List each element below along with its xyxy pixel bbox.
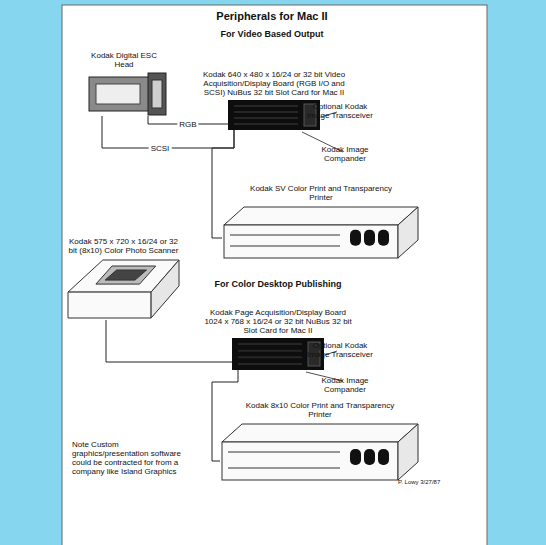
device-label: Kodak 640 x 480 x 16/24 or 32 bit Video … xyxy=(199,70,349,97)
section-heading: For Color Desktop Publishing xyxy=(193,280,363,289)
device-label: Kodak SV Color Print and Transparency Pr… xyxy=(241,184,401,202)
cable-label: SCSI xyxy=(149,144,172,153)
printer-drawing xyxy=(222,205,420,260)
scanner-drawing xyxy=(66,258,181,320)
device-label: Kodak 8x10 Color Print and Transparency … xyxy=(240,401,400,419)
slot-card: Kodak 640 x 480 x 16/24 or 32 bit Video … xyxy=(228,100,320,130)
paper-sheet xyxy=(62,5,487,545)
callout-label: Kodak Image Compander xyxy=(313,145,377,163)
device-label: Kodak 575 x 720 x 16/24 or 32 bit (8x10)… xyxy=(68,237,180,255)
camera-drawing xyxy=(88,72,168,116)
printer-unit: Kodak 8x10 Color Print and Transparency … xyxy=(220,422,420,482)
device-label: Kodak Page Acquisition/Display Board 102… xyxy=(203,308,353,335)
device-label: Kodak Digital ESC Head xyxy=(82,51,166,69)
note-text: Note Custom graphics/presentation softwa… xyxy=(72,440,190,476)
callout-label: Optional Kodak Image Transceiver xyxy=(304,341,376,359)
printer-unit: Kodak SV Color Print and Transparency Pr… xyxy=(222,205,420,260)
page-title: Peripherals for Mac II xyxy=(216,10,327,22)
photo-scanner: Kodak 575 x 720 x 16/24 or 32 bit (8x10)… xyxy=(66,258,181,320)
cable-line xyxy=(106,320,232,362)
callout-label: Kodak Image Compander xyxy=(313,376,377,394)
section-heading: For Video Based Output xyxy=(192,30,352,39)
signature: P. Lowy 3/27/87 xyxy=(398,478,468,487)
camera-head: Kodak Digital ESC Head xyxy=(88,72,168,116)
callout-label: Optional Kodak Image Transceiver xyxy=(304,102,376,120)
board-drawing xyxy=(228,100,320,130)
cable-label: RGB xyxy=(177,120,198,129)
printer-drawing xyxy=(220,422,420,482)
